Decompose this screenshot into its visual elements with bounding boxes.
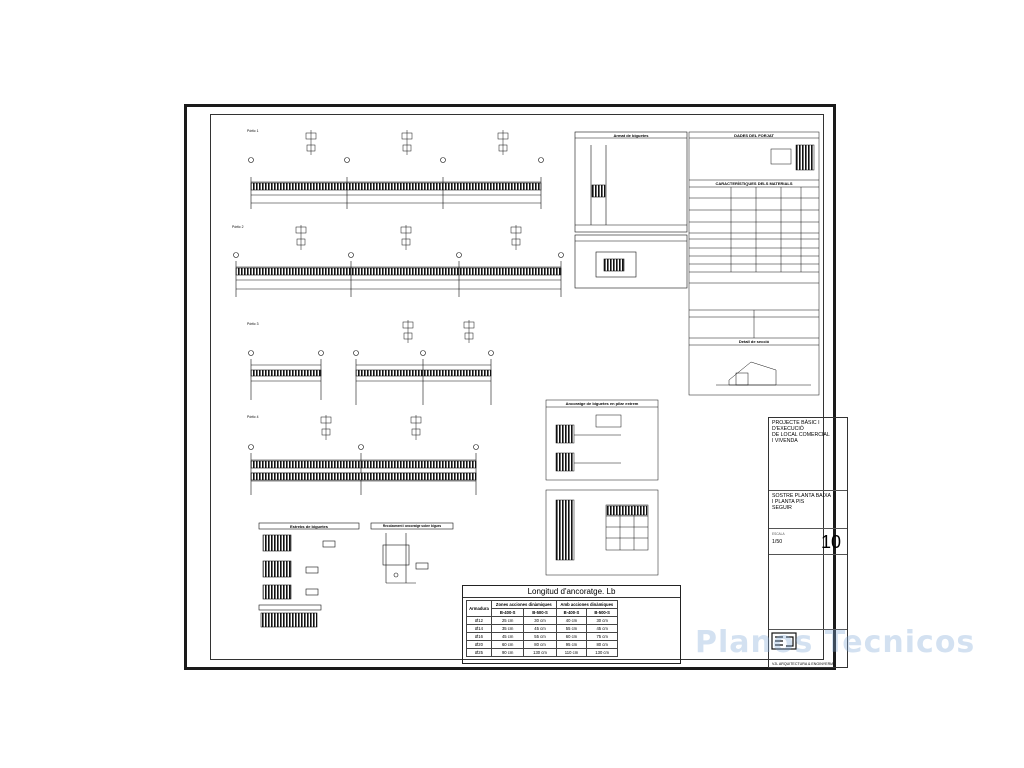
frame-1 bbox=[248, 130, 544, 209]
connection-box-title: Recolzament i ancoratge sobre bigues bbox=[382, 524, 442, 528]
detail-reinforcement bbox=[574, 131, 688, 289]
detail-beam-support bbox=[370, 522, 454, 584]
bar-cell: Ø25 bbox=[465, 648, 493, 657]
watermark: Planos Tecnicos bbox=[695, 625, 976, 660]
signatures-section bbox=[769, 554, 847, 629]
value-cell: 45 cm bbox=[586, 624, 618, 633]
drawing-frame: Pòrtic 1 Pòrtic 2 Pòrtic 3 Pòrtic 4 Arma… bbox=[210, 114, 848, 668]
value-cell: 40 cm bbox=[555, 616, 588, 625]
header-group-2: Amb acciones dinàmiques bbox=[555, 600, 619, 609]
frame-3-label: Pòrtic 3 bbox=[247, 322, 259, 326]
table-row: Ø14 35 cm 45 cm 55 cm 45 cm bbox=[465, 624, 618, 633]
scale-section: ESCALA 1/50 10 bbox=[769, 528, 847, 554]
value-cell: 45 cm bbox=[491, 632, 525, 641]
value-cell: 55 cm bbox=[523, 632, 557, 641]
frame-4 bbox=[248, 415, 479, 495]
frame-2-label: Pòrtic 2 bbox=[232, 225, 244, 229]
value-cell: 130 cm bbox=[523, 648, 557, 657]
col-header: B-500-S bbox=[523, 608, 557, 617]
scale-value: 1/50 bbox=[772, 539, 783, 545]
bar-cell: Ø14 bbox=[465, 624, 493, 633]
forjat-tables bbox=[688, 131, 820, 396]
project-section: PROJECTE BÀSIC I D'EXECUCIÓ DE LOCAL COM… bbox=[769, 418, 847, 490]
plan-title-3: SEGUIR bbox=[772, 505, 792, 511]
frame-4-label: Pòrtic 4 bbox=[247, 415, 259, 419]
stirrup-box-title: Estrebs de biguetes bbox=[289, 524, 328, 529]
firm-section: VJL ARQUITECTURA & ENGINYERIA bbox=[769, 629, 847, 669]
bar-cell: Ø16 bbox=[465, 632, 493, 641]
plan-title-1: SOSTRE PLANTA BAIXA bbox=[772, 493, 832, 499]
value-cell: 90 cm bbox=[491, 648, 525, 657]
table-row: Ø25 90 cm 130 cm 110 cm 130 cm bbox=[465, 648, 618, 657]
project-title-3: DE LOCAL COMERCIAL bbox=[772, 432, 830, 438]
frame-1-label: Pòrtic 1 bbox=[247, 129, 259, 133]
project-title-4: I VIVENDA bbox=[772, 438, 798, 444]
col-header: B-400-S bbox=[491, 608, 525, 617]
value-cell: 75 cm bbox=[586, 632, 618, 641]
drawing-sheet: Pòrtic 1 Pòrtic 2 Pòrtic 3 Pòrtic 4 Arma… bbox=[184, 104, 848, 670]
firm-name: VJL ARQUITECTURA & ENGINYERIA bbox=[772, 662, 834, 666]
value-cell: 80 cm bbox=[586, 640, 618, 649]
value-cell: 55 cm bbox=[555, 624, 588, 633]
anchorage-table-grid: Armadura Zones acciones dinàmiques Amb a… bbox=[465, 600, 619, 657]
bar-cell: Ø12 bbox=[465, 616, 493, 625]
value-cell: 95 cm bbox=[555, 640, 588, 649]
value-cell: 30 cm bbox=[586, 616, 618, 625]
plan-title-2: I PLANTA PIS bbox=[772, 499, 805, 505]
col-header: B-400-S bbox=[555, 608, 588, 617]
project-title-2: D'EXECUCIÓ bbox=[772, 426, 804, 432]
value-cell: 30 cm bbox=[523, 616, 557, 625]
anchorage-table-title: Longitud d'ancoratge. Lb bbox=[463, 586, 680, 598]
value-cell: 60 cm bbox=[491, 640, 525, 649]
table-row: Ø16 45 cm 55 cm 60 cm 75 cm bbox=[465, 632, 618, 641]
bar-cell: Ø20 bbox=[465, 640, 493, 649]
col-header: B-500-S bbox=[586, 608, 618, 617]
anchorage-length-table: Longitud d'ancoratge. Lb Armadura Zones … bbox=[462, 585, 681, 664]
header-armadura: Armadura bbox=[465, 600, 493, 617]
materials-box-title: CARACTERÍSTIQUES DELS MATERIALS bbox=[715, 181, 793, 186]
value-cell: 60 cm bbox=[555, 632, 588, 641]
title-block: PROJECTE BÀSIC I D'EXECUCIÓ DE LOCAL COM… bbox=[768, 417, 848, 668]
anchorage-box-title: Ancoratge de biguetes en pilar extrem bbox=[565, 401, 639, 406]
value-cell: 45 cm bbox=[523, 624, 557, 633]
project-title-1: PROJECTE BÀSIC I bbox=[772, 420, 820, 426]
value-cell: 25 cm bbox=[491, 616, 525, 625]
sheet-number: 10 bbox=[820, 532, 841, 552]
value-cell: 80 cm bbox=[523, 640, 557, 649]
reinforcement-box-title: Armat de biguetes bbox=[613, 133, 649, 138]
value-cell: 130 cm bbox=[586, 648, 618, 657]
table-row: Ø20 60 cm 80 cm 95 cm 80 cm bbox=[465, 640, 618, 649]
frame-3 bbox=[248, 320, 494, 405]
table-row: Ø12 25 cm 30 cm 40 cm 30 cm bbox=[465, 616, 618, 625]
detail-box-title: Detall de secció bbox=[738, 339, 770, 344]
plan-section: SOSTRE PLANTA BAIXA I PLANTA PIS SEGUIR bbox=[769, 490, 847, 528]
header-group-1: Zones acciones dinàmiques bbox=[491, 600, 557, 609]
value-cell: 35 cm bbox=[491, 624, 525, 633]
detail-stirrups bbox=[258, 522, 360, 628]
value-cell: 110 cm bbox=[555, 648, 588, 657]
frame-2 bbox=[233, 225, 564, 297]
structural-drawing bbox=[233, 130, 820, 650]
forjat-box-title: DADES DEL FORJAT bbox=[734, 133, 774, 138]
detail-anchorage bbox=[545, 399, 659, 576]
scale-label: ESCALA bbox=[772, 532, 785, 536]
firm-logo bbox=[771, 632, 797, 650]
